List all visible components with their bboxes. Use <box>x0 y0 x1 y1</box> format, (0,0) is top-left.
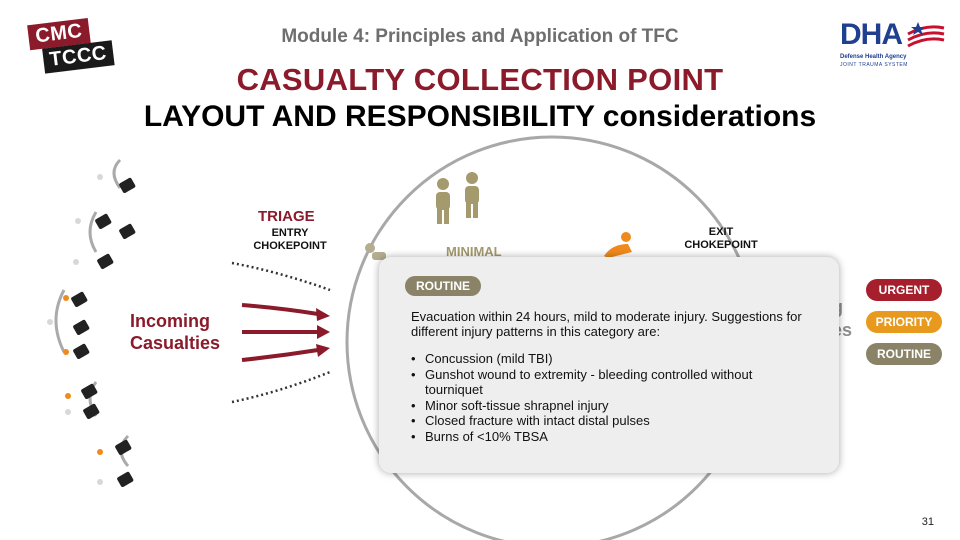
routine-info-popup: ROUTINE Evacuation within 24 hours, mild… <box>379 257 839 473</box>
triage-label: TRIAGE <box>258 208 315 225</box>
minimal-label: MINIMAL <box>446 244 502 259</box>
incoming-label-line2: Casualties <box>130 333 221 353</box>
dha-agency-name: Defense Health Agency <box>840 54 907 60</box>
list-item: Minor soft-tissue shrapnel injury <box>411 398 801 414</box>
page-number: 31 <box>921 516 934 528</box>
list-item: Burns of <10% TBSA <box>411 429 801 445</box>
entry-label-line2: CHOKEPOINT <box>253 240 327 252</box>
sitting-casualty-icon <box>365 243 386 260</box>
entry-chokepoint-label: ENTRY CHOKEPOINT <box>246 227 334 253</box>
module-title: Module 4: Principles and Application of … <box>281 26 679 47</box>
exit-chokepoint-label: EXIT CHOKEPOINT <box>676 226 766 252</box>
injury-pattern-list: Concussion (mild TBI) Gunshot wound to e… <box>411 351 801 444</box>
dha-letters: DHA <box>840 18 903 51</box>
incoming-label-line1: Incoming <box>130 311 210 331</box>
list-item: Concussion (mild TBI) <box>411 351 801 367</box>
exit-label-line1: EXIT <box>708 226 734 238</box>
priority-casualty-icon <box>604 232 632 258</box>
incoming-casualty-icons <box>47 158 136 487</box>
routine-badge[interactable]: ROUTINE <box>866 343 942 365</box>
popup-description: Evacuation within 24 hours, mild to mode… <box>411 309 802 339</box>
dha-logo: DHA Defense Health Agency JOINT TRAUMA S… <box>840 18 950 68</box>
incoming-arrows <box>241 303 330 362</box>
standing-casualties-icon <box>436 172 479 224</box>
popup-routine-tag: ROUTINE <box>405 276 481 296</box>
list-item: Gunshot wound to extremity - bleeding co… <box>411 367 801 398</box>
dha-system-name: JOINT TRAUMA SYSTEM <box>840 62 908 68</box>
exit-label-line2: CHOKEPOINT <box>684 239 758 251</box>
incoming-casualties-label: Incoming Casualties <box>130 310 220 354</box>
list-item: Closed fracture with intact distal pulse… <box>411 413 801 429</box>
entry-dotted-line-top <box>231 261 331 292</box>
entry-dotted-line-bottom <box>231 370 331 404</box>
slide-title-line1: CASUALTY COLLECTION POINT <box>236 62 724 97</box>
entry-label-line1: ENTRY <box>271 227 309 239</box>
priority-badge[interactable]: PRIORITY <box>866 311 942 333</box>
flag-icon <box>907 22 945 48</box>
urgent-badge[interactable]: URGENT <box>866 279 942 301</box>
slide-title-line2: LAYOUT AND RESPONSIBILITY considerations <box>143 100 817 133</box>
